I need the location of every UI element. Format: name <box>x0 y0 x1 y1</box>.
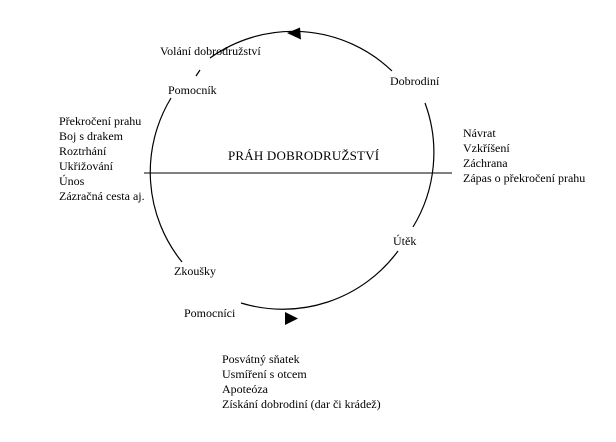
label-benefactor: Dobrodiní <box>390 74 440 88</box>
right-list-item: Záchrana <box>463 156 508 170</box>
threshold-label: PRÁH DOBRODRUŽSTVÍ <box>228 148 380 163</box>
bottom-list-item: Získání dobrodiní (dar či krádež) <box>222 397 381 411</box>
label-helper: Pomocník <box>168 83 217 97</box>
left-list-item: Únos <box>59 174 85 188</box>
arrow-head-top <box>287 27 301 40</box>
label-call-to-adventure: Volání dobrodružství <box>160 44 261 58</box>
cycle-arc-tick <box>195 69 201 77</box>
left-list-item: Zázračná cesta aj. <box>59 189 145 203</box>
cycle-arc-left <box>149 97 183 263</box>
label-flight: Útěk <box>393 234 417 248</box>
label-trials: Zkoušky <box>174 264 216 278</box>
bottom-list-item: Posvátný sňatek <box>222 352 300 366</box>
left-list-item: Překročení prahu <box>59 114 142 128</box>
left-list-item: Ukřižování <box>59 159 113 173</box>
bottom-list-item: Apoteóza <box>222 382 268 396</box>
left-list: Překročení prahu Boj s drakem Roztrhání … <box>59 114 145 204</box>
bottom-list: Posvátný sňatek Usmíření s otcem Apoteóz… <box>222 352 381 412</box>
cycle-arc-right <box>412 102 435 228</box>
right-list-item: Zápas o překročení prahu <box>463 171 586 185</box>
right-list: Návrat Vzkříšení Záchrana Zápas o překro… <box>463 126 585 186</box>
left-list-item: Roztrhání <box>59 144 107 158</box>
arrow-head-bottom <box>285 312 298 325</box>
right-list-item: Návrat <box>463 126 496 140</box>
label-helpers: Pomocníci <box>184 306 236 320</box>
left-list-item: Boj s drakem <box>59 129 123 143</box>
cycle-arc-top <box>209 30 393 72</box>
right-list-item: Vzkříšení <box>463 141 510 155</box>
bottom-list-item: Usmíření s otcem <box>222 367 307 381</box>
cycle-arc-bottom-right <box>240 250 399 310</box>
